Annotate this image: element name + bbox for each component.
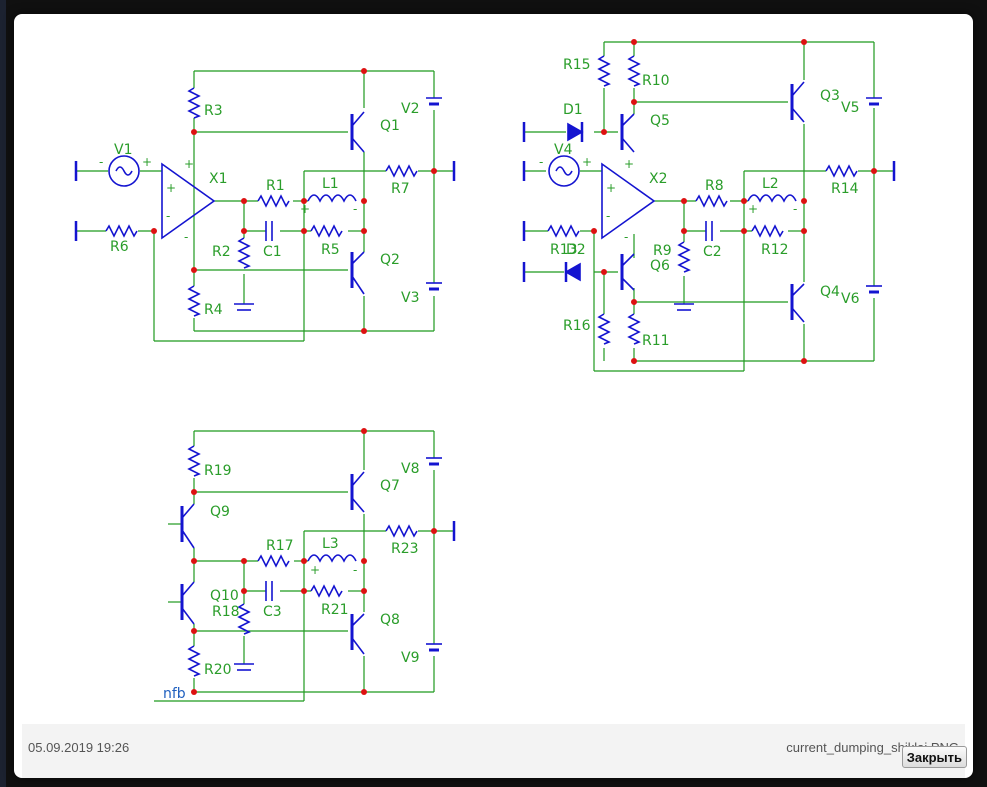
svg-text:-: - [624,230,628,244]
label-q6: Q6 [650,258,670,274]
label-r20: R20 [204,662,232,678]
label-r17: R17 [266,538,294,554]
svg-text:+: + [310,563,320,577]
viewer-image: + - + - - + + - R3 Q1 V2 V1 X1 R1 L1 R7 [22,22,973,724]
image-viewer-dialog: + - + - - + + - R3 Q1 V2 V1 X1 R1 L1 R7 [14,14,973,778]
label-v3: V3 [401,290,419,306]
label-q4: Q4 [820,284,840,300]
label-r21: R21 [321,602,349,618]
label-v6: V6 [841,291,860,307]
label-r11: R11 [642,333,670,349]
label-r16: R16 [563,318,591,334]
label-r4: R4 [204,302,223,318]
label-r15: R15 [563,57,591,73]
label-r2: R2 [212,244,231,260]
svg-text:-: - [184,230,188,244]
label-r14: R14 [831,181,859,197]
image-date: 05.09.2019 19:26 [28,740,130,755]
label-q1: Q1 [380,118,400,134]
label-r1: R1 [266,178,285,194]
label-x2: X2 [649,171,668,187]
close-button[interactable]: Закрыть [901,746,967,768]
label-r3: R3 [204,103,223,119]
svg-text:+: + [624,157,634,171]
label-r13: R13 [550,242,578,258]
circuit-1: + - + - - + + - R3 Q1 V2 V1 X1 R1 L1 R7 [74,68,456,342]
svg-text:+: + [582,155,592,169]
label-v9: V9 [401,650,419,666]
label-d2: D2 [566,242,586,258]
svg-text:+: + [166,181,176,195]
label-l2: L2 [762,176,779,192]
svg-text:+: + [606,181,616,195]
svg-text:-: - [353,563,357,577]
label-r7: R7 [391,181,410,197]
label-q2: Q2 [380,252,400,268]
svg-text:+: + [142,155,152,169]
label-v8: V8 [401,461,419,477]
svg-text:-: - [606,209,610,223]
label-r12: R12 [761,242,789,258]
svg-text:-: - [793,202,797,216]
label-q7: Q7 [380,478,400,494]
label-v4: V4 [554,142,573,158]
label-r18: R18 [212,604,240,620]
label-r5: R5 [321,242,340,258]
svg-text:+: + [184,157,194,171]
label-r9: R9 [653,243,672,259]
svg-text:-: - [99,155,103,169]
svg-text:-: - [539,155,543,169]
label-q10: Q10 [210,588,239,604]
label-d1: D1 [563,102,583,118]
label-c1: C1 [263,244,282,260]
svg-text:+: + [300,202,310,216]
circuit-2: + - + - - + + - R15 R10 Q3 V5 D1 Q5 V4 X… [522,39,896,372]
label-q8: Q8 [380,612,400,628]
label-v2: V2 [401,101,419,117]
label-l1: L1 [322,176,339,192]
svg-text:-: - [166,209,170,223]
label-v1: V1 [114,142,132,158]
viewer-footer: 05.09.2019 19:26 current_dumping_shiklai… [22,724,965,778]
label-c2: C2 [703,244,722,260]
label-q3: Q3 [820,88,840,104]
svg-text:+: + [748,202,758,216]
schematic-image: + - + - - + + - R3 Q1 V2 V1 X1 R1 L1 R7 [74,39,896,702]
label-r19: R19 [204,463,232,479]
label-r23: R23 [391,541,419,557]
label-x1: X1 [209,171,228,187]
label-q5: Q5 [650,113,670,129]
page-edge [0,0,6,787]
label-c3: C3 [263,604,282,620]
label-r6: R6 [110,239,129,255]
label-l3: L3 [322,536,339,552]
label-nfb: nfb [163,686,186,702]
circuit-3: + - R19 Q7 V8 Q9 R23 R17 L3 Q10 R18 C3 R… [154,428,456,702]
label-r8: R8 [705,178,724,194]
label-r10: R10 [642,73,670,89]
svg-text:-: - [353,202,357,216]
label-v5: V5 [841,100,859,116]
label-q9: Q9 [210,504,230,520]
